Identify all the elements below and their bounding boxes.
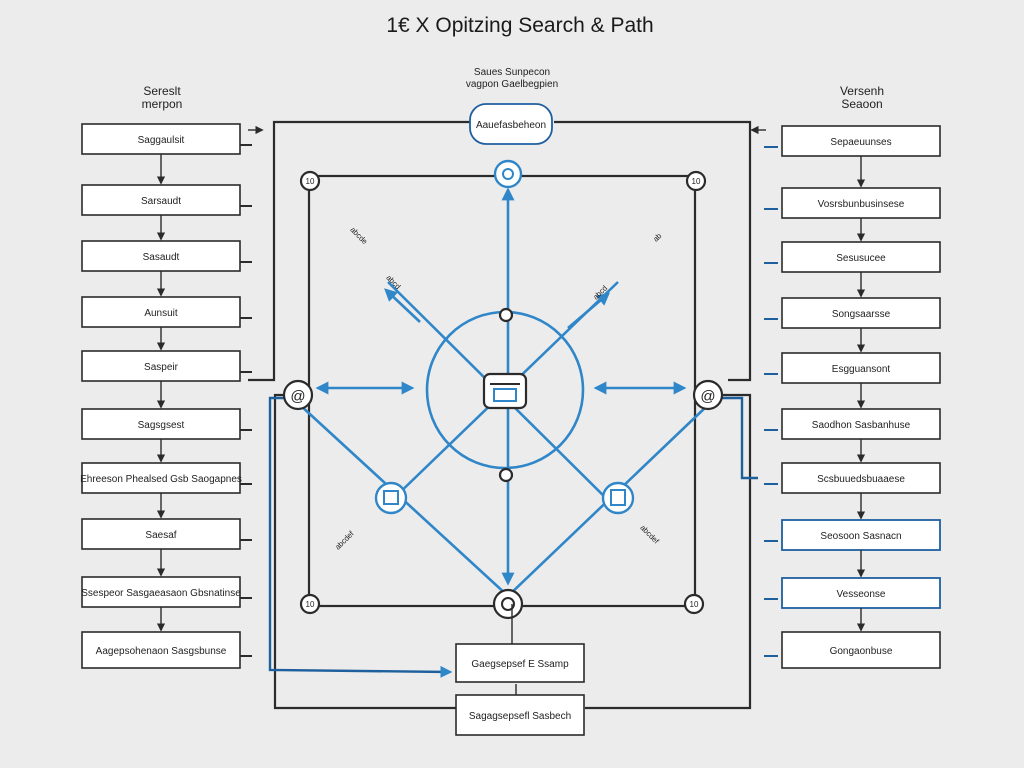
- left-panel-item-4[interactable]: [81, 296, 241, 328]
- diag-label-upper-left-a: ᵃᵇᶜᵈᵉ: [346, 226, 369, 249]
- left-panel-item-2-label: Sarsaudt: [141, 196, 181, 207]
- node-bottom-target-inner: [501, 597, 515, 611]
- right-panel-item-2-label: Vosrsbunbusinsese: [818, 199, 905, 210]
- badge-top-right-label: 10: [692, 177, 701, 186]
- left-panel-item-1[interactable]: [81, 123, 241, 155]
- right-panel-item-9-label: Vesseonse: [837, 589, 886, 600]
- right-panel-item-10[interactable]: [781, 631, 941, 669]
- right-panel-item-9[interactable]: [781, 577, 941, 609]
- left-panel-item-3-label: Sasaudt: [143, 252, 180, 263]
- right-panel-item-3[interactable]: [781, 241, 941, 273]
- left-panel-item-3[interactable]: [81, 240, 241, 272]
- right-panel-item-10-label: Gongaonbuse: [830, 646, 893, 657]
- diag-label-lower-right: ᵃᵇᶜᵈᵉᶠ: [636, 524, 661, 549]
- badge-bottom-left: [299, 593, 321, 615]
- left-panel-item-5-label: Saspeir: [144, 362, 179, 373]
- diagram-title: 1€ X Opitzing Search & Path: [386, 14, 653, 37]
- node-bottom-target-icon[interactable]: [492, 588, 524, 620]
- bottom-box-upper[interactable]: [455, 643, 585, 683]
- right-panel-item-5-label: Esgguansont: [832, 364, 891, 375]
- right-panel-item-1-label: Sepaeuunses: [830, 137, 891, 148]
- left-panel-heading-line1: Sereslt: [143, 84, 181, 98]
- doc-icon-right-frame: [610, 489, 626, 506]
- right-panel-item-7-label: Scsbuuedsbuaaese: [817, 474, 905, 485]
- right-panel-item-8[interactable]: [781, 519, 941, 551]
- left-panel-item-2[interactable]: [81, 184, 241, 216]
- center-top-box[interactable]: [469, 103, 553, 145]
- left-panel-item-8-label: Saesaf: [145, 530, 176, 541]
- blue-arrow-upper-left: [384, 288, 421, 323]
- blue-route-left: [268, 396, 453, 678]
- node-right-search-icon[interactable]: [692, 379, 724, 411]
- wire-right-bottom: [585, 393, 752, 710]
- right-panel-item-8-label: Seosoon Sasnacn: [820, 531, 901, 542]
- badge-bottom-right-label: 10: [690, 600, 699, 609]
- left-panel-item-9-label: Ssespeor Sasgaeasaon Gbsnatinse: [81, 588, 241, 599]
- node-lower-right-doc-icon[interactable]: [601, 481, 635, 515]
- blue-route-right: [722, 396, 758, 480]
- left-panel-item-7[interactable]: [81, 462, 241, 494]
- badge-bottom-right: [683, 593, 705, 615]
- right-panel-item-4-label: Songsaarsse: [832, 309, 891, 320]
- right-panel-item-6[interactable]: [781, 408, 941, 440]
- left-search-glyph: @: [290, 388, 305, 405]
- left-panel-item-9[interactable]: [81, 576, 241, 608]
- left-panel-list: SaggaulsitSarsaudtSasaudtAunsuitSaspeirS…: [80, 123, 252, 669]
- diag-label-upper-right-a: ᵃᵇ: [652, 232, 666, 246]
- right-panel-heading-line1: Versenh: [840, 84, 884, 98]
- badge-top-left: [299, 170, 321, 192]
- left-panel-item-10[interactable]: [81, 631, 241, 669]
- center-caption-line1: Saues Sunpecon: [474, 67, 550, 78]
- left-panel-item-4-label: Aunsuit: [144, 308, 178, 319]
- bottom-box-lower[interactable]: [455, 694, 585, 736]
- left-panel-heading-line2: merpon: [142, 97, 183, 111]
- bottom-box-lower-label: Sagagsepsefl Sasbech: [469, 711, 571, 722]
- left-panel-item-6-label: Sagsgsest: [138, 420, 185, 431]
- node-circle-bottom: [498, 467, 514, 483]
- node-lower-left-image-icon[interactable]: [374, 481, 408, 515]
- left-panel-item-8[interactable]: [81, 518, 241, 550]
- center-monitor-screen: [493, 388, 517, 402]
- left-panel-item-1-label: Saggaulsit: [138, 135, 185, 146]
- badge-bottom-left-label: 10: [306, 600, 315, 609]
- right-panel-item-6-label: Saodhon Sasbanhuse: [812, 420, 911, 431]
- diag-label-lower-left: ᵃᵇᶜᵈᵉᶠ: [334, 529, 359, 554]
- right-panel-item-2[interactable]: [781, 187, 941, 219]
- badge-top-right: [685, 170, 707, 192]
- wire-left-top: [248, 120, 470, 382]
- center-monitor-icon[interactable]: [482, 372, 528, 410]
- diag-label-upper-right-b: ᵃᵇᶜᵈ: [592, 284, 612, 304]
- wire-right-top: [554, 120, 752, 382]
- left-panel-item-10-label: Aagepsohenaon Sasgsbunse: [96, 646, 227, 657]
- image-icon-left-frame: [383, 490, 399, 505]
- left-panel-item-7-label: Ehreeson Phealsed Gsb Saogapnes: [80, 474, 242, 485]
- right-search-glyph: @: [700, 388, 715, 405]
- left-panel-item-5[interactable]: [81, 350, 241, 382]
- right-panel-item-5[interactable]: [781, 352, 941, 384]
- right-panel-heading-line2: Seaoon: [841, 97, 882, 111]
- center-caption-line2: vagpon Gaelbegpien: [466, 79, 558, 90]
- node-circle-top: [498, 307, 514, 323]
- right-panel-item-3-label: Sesusucee: [836, 253, 886, 264]
- node-top-target-icon[interactable]: [493, 159, 523, 189]
- diag-label-upper-left-b: ᵃᵇᶜᵈ: [382, 274, 402, 294]
- node-left-search-icon[interactable]: [282, 379, 314, 411]
- bottom-box-upper-label: Gaegsepsef E Ssamp: [471, 659, 569, 670]
- right-panel-list: SepaeuunsesVosrsbunbusinseseSesusuceeSon…: [764, 125, 941, 669]
- node-top-target-inner: [502, 168, 514, 180]
- badge-top-left-label: 10: [306, 177, 315, 186]
- center-top-box-label: Aauefasbeheon: [476, 120, 546, 131]
- blue-arrow-upper-right: [567, 292, 610, 329]
- wire-left-bottom: [273, 393, 456, 710]
